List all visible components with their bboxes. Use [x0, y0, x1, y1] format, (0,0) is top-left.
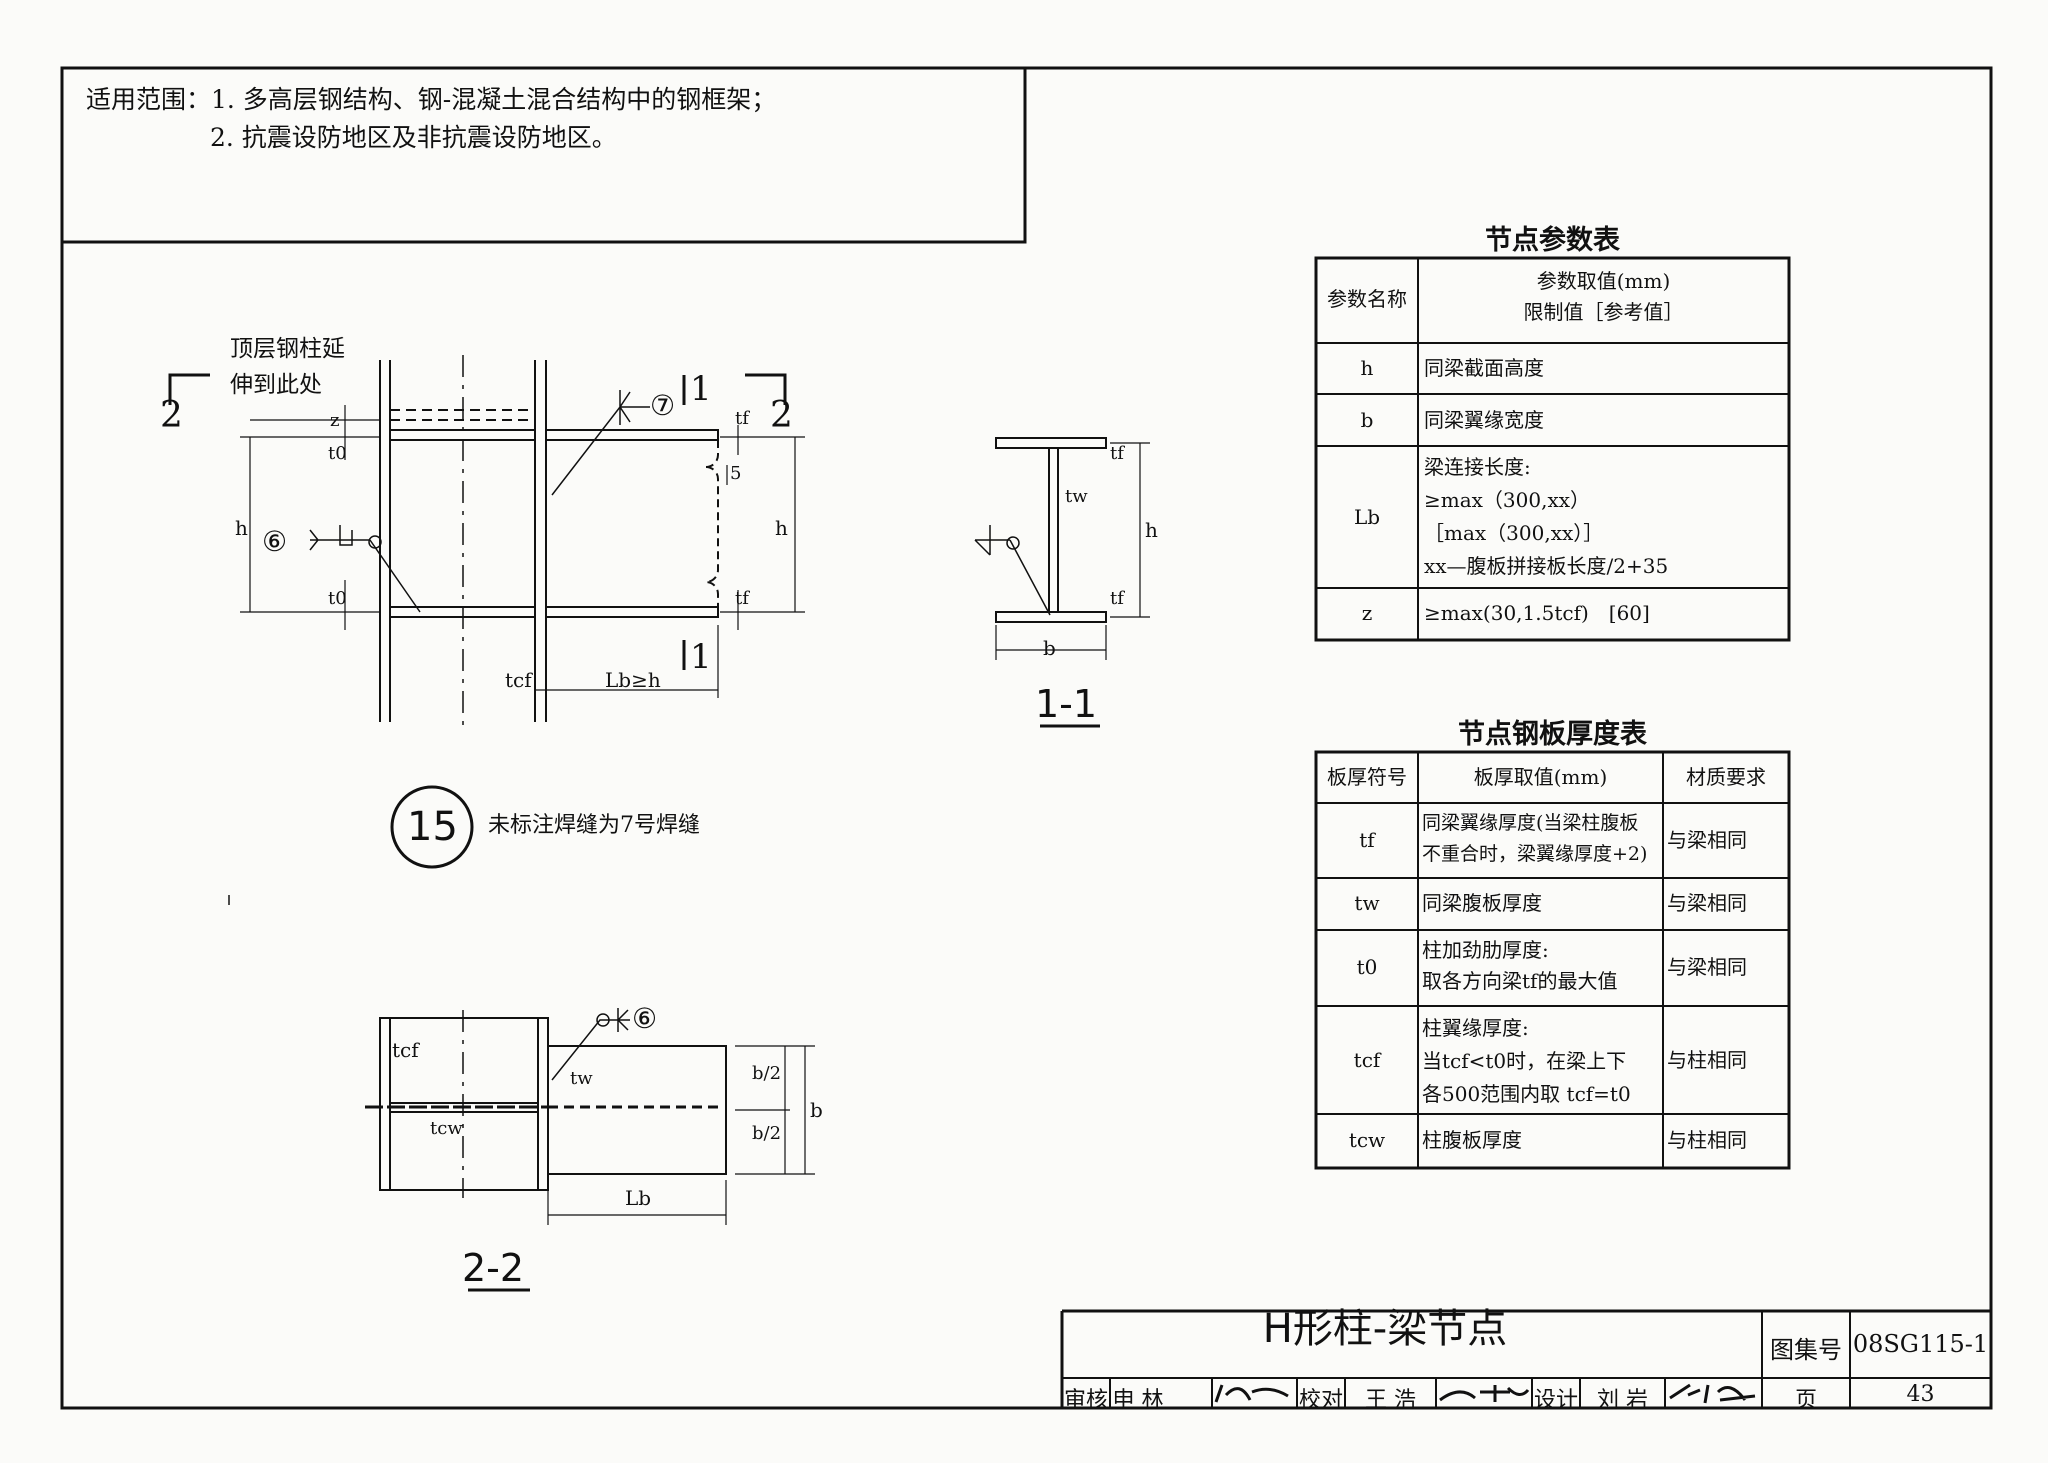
thick-row-tcw-mat: 与柱相同: [1667, 1128, 1747, 1152]
thick-row-tcw-value: 柱腹板厚度: [1422, 1128, 1522, 1152]
atlas-number: 08SG115-1: [1852, 1330, 1989, 1358]
param-row-z-value: ≥max(30,1.5tcf) [60]: [1424, 601, 1650, 625]
thick-row-tf-mat: 与梁相同: [1667, 828, 1747, 852]
note-top-extension: 顶层钢柱延: [230, 336, 345, 362]
thick-row-tw-value: 同梁腹板厚度: [1422, 891, 1542, 915]
thick-row-tf-sym: tf: [1359, 828, 1375, 852]
reviewer-signature: [1214, 1384, 1289, 1403]
page-number: 43: [1906, 1382, 1935, 1407]
section-2-left-mark: 2: [160, 395, 183, 436]
weld-6-symbol: ⑥: [262, 525, 288, 558]
sec22-weld-6: ⑥: [632, 1002, 658, 1035]
scope-line-2: 2. 抗震设防地区及非抗震设防地区。: [210, 123, 617, 152]
dim-lb: Lb≥h: [605, 668, 661, 692]
param-row-z-name: z: [1361, 601, 1373, 625]
param-table-title: 节点参数表: [1485, 225, 1620, 256]
designer-name: 刘 岩: [1597, 1388, 1648, 1413]
param-row-b-name: b: [1360, 408, 1374, 432]
thick-row-t0-sym: t0: [1356, 955, 1378, 979]
design-label: 设计: [1533, 1388, 1578, 1413]
page-label: 页: [1794, 1388, 1817, 1413]
sec11-tw: tw: [1065, 486, 1088, 507]
thick-table-grid: [1314, 750, 1791, 1170]
detail-number-circle: [390, 785, 474, 869]
sec11-tf-bottom: tf: [1110, 588, 1124, 609]
param-table-grid: [1314, 256, 1791, 642]
thick-row-tw-sym: tw: [1354, 891, 1380, 915]
dim-h-right: h: [775, 516, 788, 540]
sec22-b: b: [810, 1098, 823, 1122]
dim-t0-bottom: t0: [328, 588, 347, 609]
section-1-1-drawing: [974, 437, 1150, 728]
dim-tf-top: tf: [735, 408, 749, 429]
sec11-tf-top: tf: [1110, 443, 1124, 464]
param-head-value: 参数取值(mm) 限制值［参考值］: [1523, 269, 1684, 324]
thick-head-sym: 板厚符号: [1327, 765, 1407, 789]
checker-signature: [1439, 1385, 1530, 1402]
section-1-1-label: 1-1: [1035, 682, 1098, 726]
designer-signature: [1669, 1383, 1756, 1404]
atlas-number-label: 图集号: [1770, 1336, 1842, 1364]
section-2-right-mark: 2: [770, 395, 793, 436]
section-1-bottom-mark: 1: [690, 637, 712, 677]
check-label: 校对: [1298, 1388, 1343, 1413]
elevation-drawing: [168, 355, 805, 725]
thick-head-mat: 材质要求: [1686, 765, 1766, 789]
scope-box: [62, 68, 1027, 244]
drawing-title: H形柱-梁节点: [1262, 1306, 1508, 1352]
section-2-2-drawing: [365, 1008, 815, 1292]
thick-row-t0-mat: 与梁相同: [1667, 955, 1747, 979]
thick-row-tw-mat: 与梁相同: [1667, 891, 1747, 915]
dim-5: 5: [730, 463, 742, 484]
dim-h-left: h: [235, 516, 248, 540]
sec22-tcf: tcf: [392, 1038, 419, 1062]
thick-row-tcf-sym: tcf: [1353, 1048, 1381, 1072]
reviewer-name: 申 林: [1112, 1388, 1164, 1413]
sec22-tcw: tcw: [430, 1118, 463, 1139]
section-1-top-mark: 1: [690, 369, 712, 409]
title-block-grid: [1060, 1309, 1991, 1408]
review-label: 审核: [1063, 1388, 1108, 1413]
sec22-b2-top: b/2: [752, 1063, 782, 1084]
param-row-h-name: h: [1360, 356, 1374, 380]
section-2-2-label: 2-2: [462, 1246, 525, 1290]
param-head-name: 参数名称: [1327, 287, 1407, 311]
detail-number: 15: [407, 804, 458, 850]
thick-table-title: 节点钢板厚度表: [1458, 719, 1647, 750]
sec11-b: b: [1043, 636, 1056, 660]
thick-row-tf-value: 同梁翼缘厚度(当梁柱腹板 不重合时，梁翼缘厚度+2): [1422, 812, 1648, 865]
sec11-h: h: [1145, 518, 1158, 542]
scope-line-1: 适用范围：1. 多高层钢结构、钢-混凝土混合结构中的钢框架；: [86, 85, 777, 114]
dim-tcf: tcf: [505, 668, 532, 692]
weld-7-symbol: ⑦: [650, 389, 676, 422]
dim-z: z: [330, 410, 340, 431]
param-row-lb-value: 梁连接长度: ≥max（300,xx） ［max（300,xx）］ xx—腹板拼…: [1424, 455, 1669, 578]
thick-row-tcf-value: 柱翼缘厚度: 当tcf<t0时，在梁上下 各500范围内取 tcf=t0: [1422, 1016, 1631, 1106]
sec22-tw: tw: [570, 1068, 593, 1089]
dim-tf-bottom: tf: [735, 588, 749, 609]
param-row-h-value: 同梁截面高度: [1424, 356, 1544, 380]
checker-name: 王 浩: [1365, 1388, 1416, 1413]
detail-note: 未标注焊缝为7号焊缝: [488, 813, 700, 838]
thick-head-value: 板厚取值(mm): [1473, 765, 1608, 789]
param-row-lb-name: Lb: [1353, 505, 1381, 529]
dim-t0-top: t0: [328, 443, 347, 464]
sec22-b2-bottom: b/2: [752, 1123, 782, 1144]
thick-row-tcw-sym: tcw: [1348, 1128, 1386, 1152]
thick-row-tcf-mat: 与柱相同: [1667, 1048, 1747, 1072]
param-row-b-value: 同梁翼缘宽度: [1424, 408, 1544, 432]
thick-row-t0-value: 柱加劲肋厚度: 取各方向梁tf的最大值: [1422, 938, 1618, 993]
sec22-lb: Lb: [625, 1186, 652, 1210]
note-top-extension-2: 伸到此处: [230, 372, 322, 398]
